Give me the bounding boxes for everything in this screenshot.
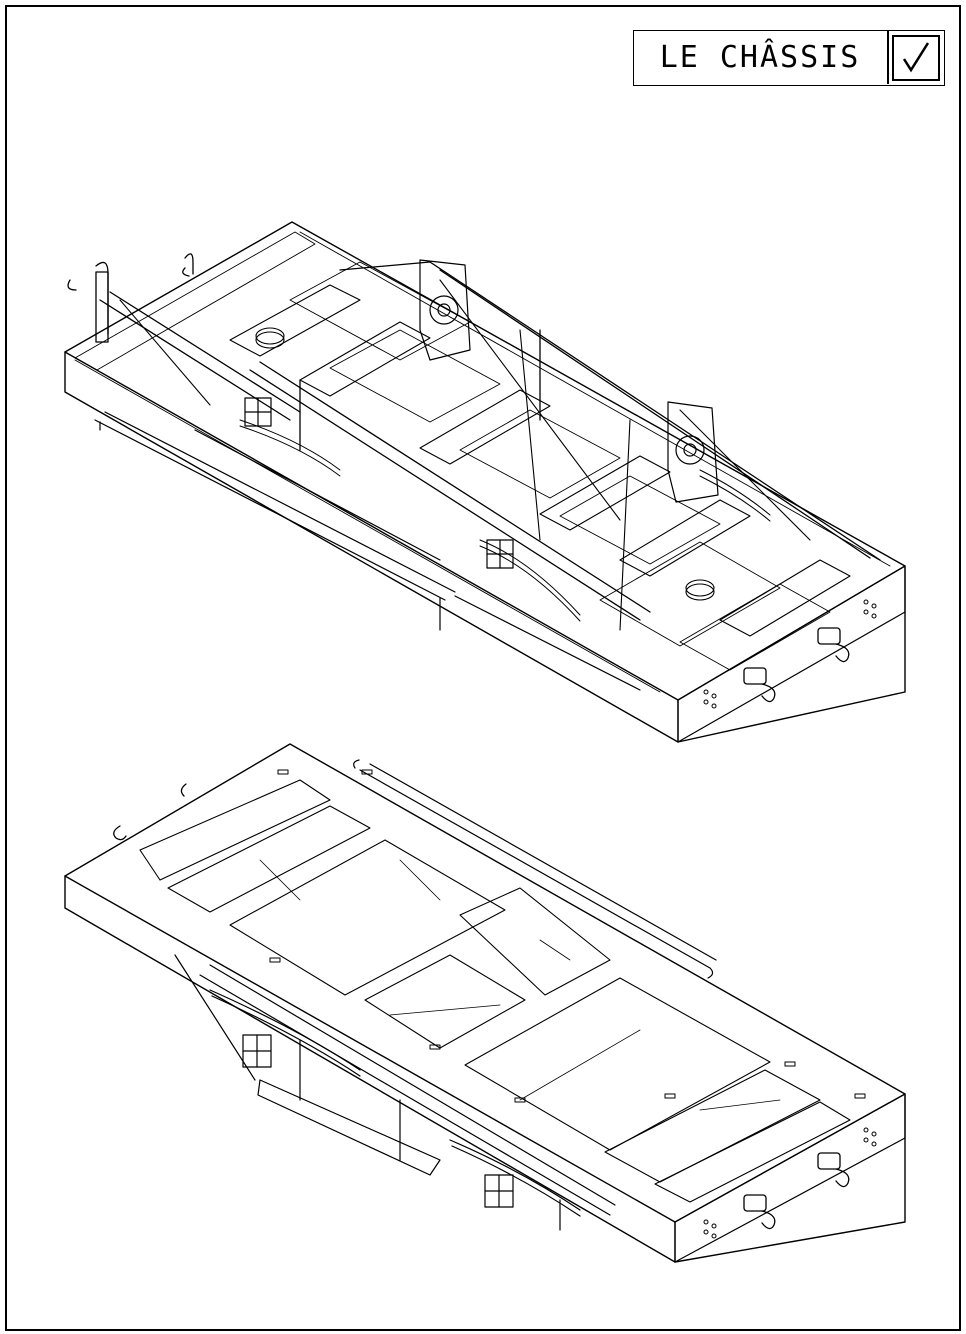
- bolt-patterns-lower: [704, 1128, 876, 1238]
- frame-plate-outline: [65, 744, 905, 1262]
- check-box-inner: [891, 34, 940, 81]
- rear-hooks: [68, 254, 193, 342]
- frame-outline: [65, 222, 905, 742]
- chassis-view-bottom-isometric: [65, 744, 905, 1262]
- frame-cutouts: [140, 780, 850, 1202]
- cutout-details: [260, 860, 780, 1110]
- check-box: [887, 31, 942, 84]
- front-end-plate-lower: [675, 1094, 905, 1262]
- title-block: LE CHÂSSIS: [633, 30, 945, 86]
- coupling-hooks-front: [744, 628, 849, 702]
- plate-slots: [270, 770, 865, 1102]
- axle-boxes: [245, 398, 513, 568]
- chassis-view-top-isometric: [65, 222, 905, 742]
- leaf-springs: [240, 420, 770, 621]
- sheet-title: LE CHÂSSIS: [659, 40, 861, 75]
- diagonal-braces: [120, 280, 810, 630]
- underside-running-gear: [175, 955, 615, 1230]
- upper-rails: [100, 262, 880, 620]
- side-rail-upper: [354, 760, 716, 978]
- domes: [256, 328, 714, 600]
- inner-panels: [290, 262, 830, 670]
- axle-boxes-lower: [243, 1035, 513, 1207]
- coupling-hooks-lower: [114, 784, 849, 1229]
- axle-pedestals: [420, 260, 718, 502]
- sheet-border: [5, 5, 961, 1331]
- side-rails: [95, 412, 640, 690]
- check-icon: [902, 41, 929, 72]
- front-end-plate: [678, 566, 905, 742]
- bolt-patterns: [704, 600, 876, 708]
